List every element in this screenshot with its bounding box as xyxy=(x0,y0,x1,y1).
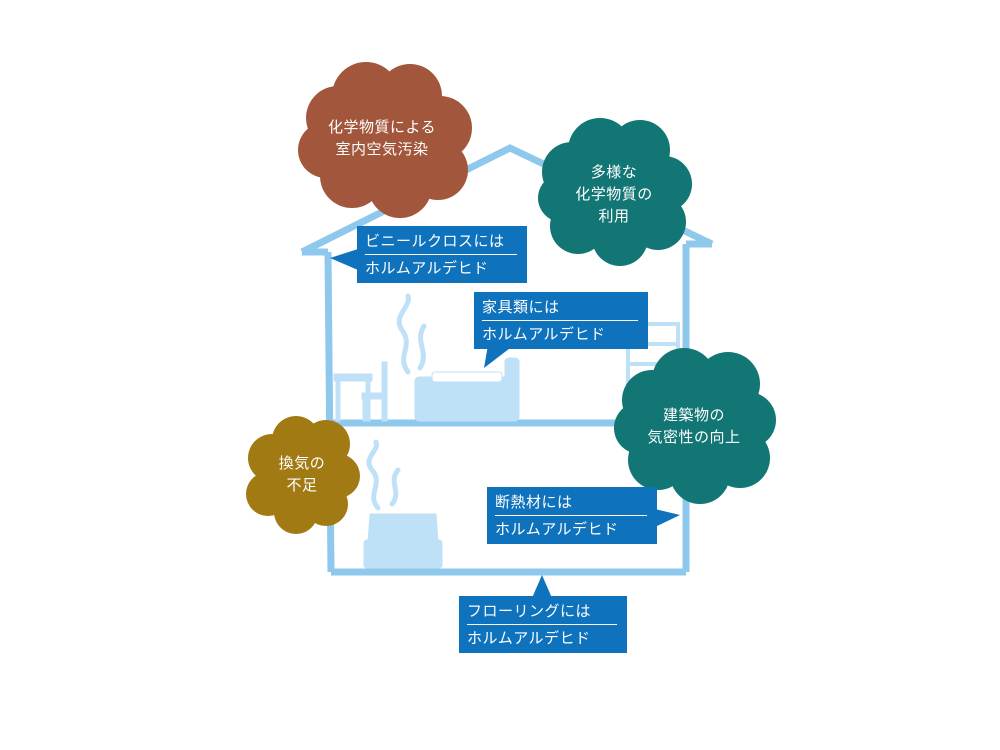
callout-vinyl-cloth: ビニールクロスには ホルムアルデヒド xyxy=(357,226,527,283)
callout-line: フローリングには xyxy=(467,598,617,625)
cloud-indoor-pollution: 化学物質による 室内空気汚染 xyxy=(328,116,436,160)
table-icon xyxy=(333,373,373,422)
cloud-text-line: 化学物質による xyxy=(327,118,437,136)
cloud-ventilation: 換気の 不足 xyxy=(279,452,326,496)
cloud-chemical-use: 多様な 化学物質の 利用 xyxy=(575,161,653,227)
cloud-text-line: 多様な xyxy=(590,163,638,181)
cloud-airtightness: 建築物の 気密性の向上 xyxy=(647,404,740,448)
stove-icon xyxy=(363,513,443,569)
callout-line: 断熱材には xyxy=(495,489,647,516)
lower-floor-furniture xyxy=(363,439,443,569)
callout-line: ホルムアルデヒド xyxy=(467,629,591,647)
upper-floor-furniture xyxy=(333,293,680,422)
callout-line: ビニールクロスには xyxy=(365,228,517,255)
callout-flooring: フローリングには ホルムアルデヒド xyxy=(459,596,627,653)
steam-icon xyxy=(366,439,401,511)
pointer-insulation xyxy=(655,509,680,527)
callout-insulation: 断熱材には ホルムアルデヒド xyxy=(487,487,657,544)
cloud-text-line: 不足 xyxy=(286,476,318,494)
callout-line: ホルムアルデヒド xyxy=(482,325,606,343)
callout-line: ホルムアルデヒド xyxy=(495,520,619,538)
pointer-vinyl-cloth xyxy=(330,249,358,270)
cloud-text-line: 利用 xyxy=(598,207,630,225)
cloud-text-line: 建築物の xyxy=(662,406,726,424)
smoke-icon xyxy=(396,293,427,375)
callout-line: ホルムアルデヒド xyxy=(365,259,489,277)
chair-icon xyxy=(361,361,388,422)
sofa-icon xyxy=(414,357,520,422)
callout-pointers xyxy=(330,249,680,598)
callout-line: 家具類には xyxy=(482,294,638,321)
callout-furniture: 家具類には ホルムアルデヒド xyxy=(474,292,648,349)
cloud-olive-shape xyxy=(246,416,360,534)
cloud-text-line: 室内空気汚染 xyxy=(335,140,429,158)
cloud-text-line: 化学物質の xyxy=(575,185,653,203)
cloud-shapes xyxy=(246,62,776,534)
cloud-teal-top-shape xyxy=(538,118,692,266)
cloud-teal-right-shape xyxy=(614,348,776,504)
cloud-text-line: 気密性の向上 xyxy=(647,428,741,446)
pointer-flooring xyxy=(532,575,552,598)
pointer-furniture xyxy=(484,345,514,368)
cloud-text-line: 換気の xyxy=(278,454,326,472)
cloud-brown-shape xyxy=(298,62,472,218)
